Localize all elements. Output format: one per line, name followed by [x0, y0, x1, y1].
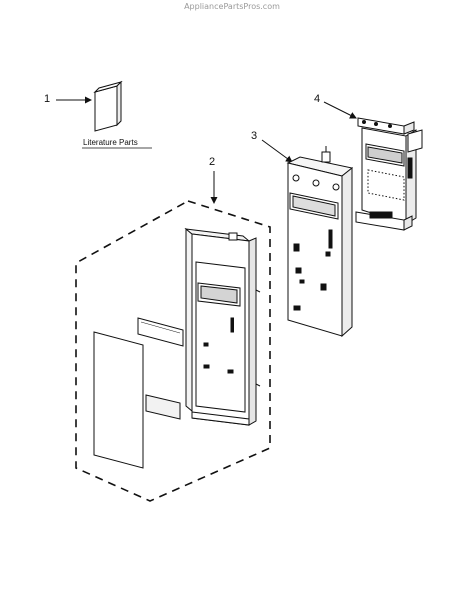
touch-panel-membrane [93, 331, 144, 469]
watermark-text: AppliancePartsPros.com [184, 2, 280, 11]
callout-number-1: 1 [44, 93, 51, 105]
callout-arrow-4 [323, 101, 357, 119]
callout-arrow-3 [261, 139, 293, 163]
control-panel-housing [286, 146, 354, 338]
control-panel-dashed-outline [75, 200, 271, 502]
display-window-film [137, 317, 184, 347]
literature-parts-label: Literature Parts [83, 138, 138, 147]
control-panel-frame [184, 227, 261, 426]
callout-number-2: 2 [209, 156, 216, 168]
callout-number-4: 4 [314, 93, 321, 105]
control-board [355, 117, 423, 231]
literature-booklet [93, 80, 123, 132]
callout-number-3: 3 [251, 130, 258, 142]
label-plate [145, 394, 181, 420]
display-window-film-edge [140, 321, 181, 334]
